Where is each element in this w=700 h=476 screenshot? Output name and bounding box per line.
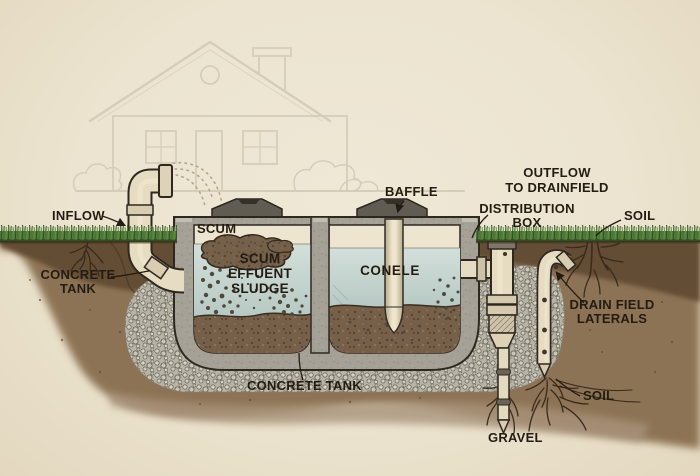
- inflow-pipe: [126, 162, 223, 294]
- pipe-coupling: [476, 256, 487, 282]
- drain-field-laterals-label: DRAIN FIELD LATERALS: [569, 298, 654, 326]
- septic-tank: [173, 198, 480, 371]
- distribution-piping: [461, 239, 518, 435]
- pipe-flange: [158, 164, 173, 198]
- effluent-bubbles-left: [200, 254, 308, 316]
- outflow-label: OUTFLOW TO DRAINFIELD: [505, 165, 608, 195]
- inflow-label: INFLOW: [52, 208, 105, 223]
- baffle-pointer-line: [395, 200, 405, 214]
- tank-divider-wall: [310, 216, 330, 354]
- pipe-coupling: [143, 255, 170, 280]
- distribution-box-pointer-line: [471, 214, 489, 239]
- baffle-label: BAFFLE: [385, 184, 438, 199]
- inflow-pointer-line: [101, 215, 127, 227]
- concrete-tank-left-pointer-line: [110, 270, 150, 278]
- distribution-box-line1: DISTRIBUTION: [479, 201, 575, 216]
- concrete-tank-left-line2: TANK: [59, 281, 97, 296]
- tank-left-chamber: [193, 224, 312, 354]
- effluent-bubbles-right: [348, 276, 460, 342]
- grass-right: [476, 224, 700, 244]
- water-spray: [172, 162, 223, 207]
- first-chamber-line1: SCUM: [239, 251, 281, 266]
- concrete-tank-bottom-label: CONCRETE TANK: [247, 378, 362, 393]
- first-chamber-label: SCUM EFFUENT SLUDGE: [228, 251, 292, 296]
- tank-lid-left: [210, 198, 284, 218]
- concrete-tank-left-line1: CONCRETE: [40, 267, 116, 282]
- drain-field-lateral-pipe: [536, 249, 577, 379]
- soil-lower-pointer-line: [555, 378, 581, 397]
- scum-layer-label: SCUM: [197, 221, 237, 236]
- first-chamber-line2: EFFUENT: [228, 266, 292, 281]
- house-outline: [72, 40, 465, 192]
- soil-speckles: [29, 254, 674, 405]
- baffle-pipe: [384, 218, 404, 335]
- perforated-drop-pipe: [497, 347, 510, 421]
- distribution-box-line2: BOX: [512, 215, 542, 230]
- first-chamber-line3: SLUDGE: [231, 281, 289, 296]
- pipe-coupling: [126, 204, 154, 216]
- tank-right-chamber: [328, 218, 461, 354]
- distribution-box-label: DISTRIBUTION BOX: [479, 202, 574, 230]
- outflow-line2: TO DRAINFIELD: [505, 180, 609, 195]
- outflow-line1: OUTFLOW: [523, 165, 591, 180]
- soil-upper-pointer-line: [595, 219, 622, 237]
- concrete-tank-bottom-pointer-line: [298, 352, 304, 381]
- drain-field-laterals-line1: DRAIN FIELD: [569, 297, 655, 312]
- grass-left: [0, 224, 177, 244]
- concrete-tank-left-label: CONCRETE TANK: [41, 268, 116, 296]
- drain-field-laterals-pointer-line: [555, 271, 585, 304]
- soil-upper-label: SOIL: [624, 208, 656, 223]
- drain-field-laterals-line2: LATERALS: [576, 311, 648, 326]
- tank-lid-right: [355, 198, 429, 218]
- soil-lower-label: SOIL: [583, 388, 615, 403]
- second-chamber-label: CONELE: [360, 263, 420, 278]
- roots: [69, 238, 641, 434]
- gravel-label: GRAVEL: [488, 430, 543, 445]
- pointer-lines: [101, 200, 622, 397]
